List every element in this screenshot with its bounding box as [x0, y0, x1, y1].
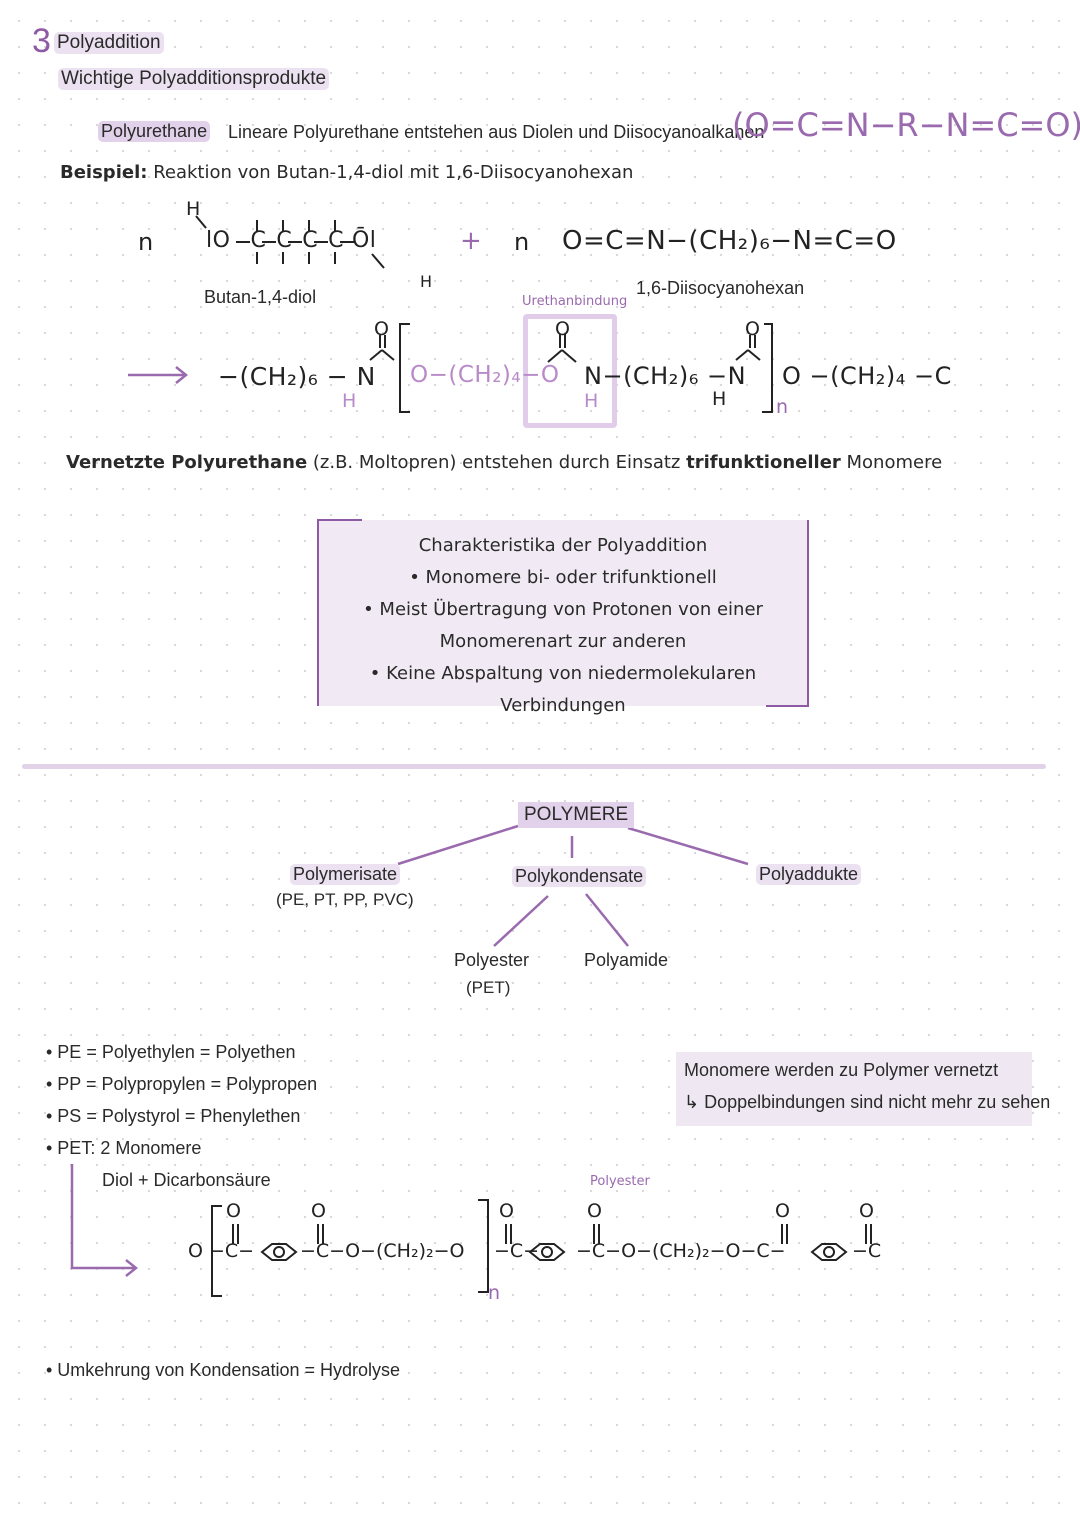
- section-divider: [22, 764, 1046, 769]
- pet-carbonyl-o-4: O: [587, 1200, 602, 1222]
- tree-polyester-example: (PET): [466, 978, 511, 997]
- tree-polykondensate: Polykondensate: [512, 866, 647, 887]
- crosslinked-polyurethane-text: Vernetzte Polyurethane (z.B. Moltopren) …: [66, 452, 942, 473]
- pet-formula-part-3: −C−: [494, 1240, 540, 1262]
- pet-formula-part-5: −C: [852, 1240, 882, 1262]
- pet-formula-part-2: −C−O−(CH₂)₂−O: [300, 1240, 465, 1262]
- tree-polymerisate: Polymerisate: [290, 864, 401, 885]
- product-diol-segment: O−(CH₂)₄−O: [410, 362, 560, 388]
- characteristics-item-2: • Meist Übertragung von Protonen von ein…: [363, 599, 763, 620]
- section-number: 3: [32, 22, 51, 60]
- crosslinked-normal-2: Monomere: [840, 452, 943, 473]
- product-right-segment: N−(CH₂)₆ −N: [584, 362, 747, 390]
- crosslinked-normal-1: (z.B. Moltopren) entstehen durch Einsatz: [307, 452, 687, 473]
- example-line: Beispiel: Reaktion von Butan-1,4-diol mi…: [60, 162, 633, 183]
- example-prefix: Beispiel:: [60, 162, 148, 183]
- urethane-bond-box: [523, 314, 617, 428]
- note-line-1: Monomere werden zu Polymer vernetzt: [684, 1060, 999, 1080]
- polyurethane-label: Polyurethane: [98, 121, 211, 142]
- urethane-bond-label: Urethanbindung: [522, 294, 628, 309]
- pet-carbonyl-o-1: O: [226, 1200, 241, 1222]
- product-carbonyl-o-1: O: [374, 318, 389, 340]
- product-nh-3: H: [712, 388, 727, 410]
- polyurethane-description: Lineare Polyurethane entstehen aus Diole…: [228, 122, 765, 142]
- tree-root: POLYMERE: [518, 802, 635, 828]
- crosslinked-bold: Vernetzte Polyurethane: [66, 452, 308, 473]
- general-diisocyanate-formula: (O=C=N−R−N=C=O): [732, 106, 1080, 144]
- product-left-segment: −(CH₂)₆ − N: [218, 362, 376, 391]
- pet-carbonyl-o-3: O: [499, 1200, 514, 1222]
- product-carbonyl-o-3: O: [745, 318, 760, 340]
- crosslink-note: Monomere werden zu Polymer vernetzt ↳ Do…: [676, 1052, 1050, 1126]
- characteristics-item-2b: Monomerenart zur anderen: [439, 631, 687, 652]
- note-line-2: ↳ Doppelbindungen sind nicht mehr zu seh…: [684, 1092, 1051, 1112]
- tree-polyaddukte: Polyaddukte: [756, 864, 862, 885]
- pet-formula-part-1: O −C−: [188, 1240, 255, 1262]
- characteristics-title: Charakteristika der Polyaddition: [418, 535, 708, 556]
- section-title: Polyaddition: [54, 32, 164, 54]
- pet-monomers: Diol + Dicarbonsäure: [102, 1170, 271, 1190]
- butanediol-h-bottom: H: [420, 272, 433, 291]
- abbreviation-pet: • PET: 2 Monomere: [46, 1138, 202, 1158]
- section-subtitle: Wichtige Polyadditionsprodukte: [58, 68, 330, 90]
- characteristics-item-3: • Keine Abspaltung von niedermolekularen…: [369, 663, 757, 716]
- reactant1-name: Butan-1,4-diol: [204, 287, 317, 307]
- reactant2-name: 1,6-Diisocyanohexan: [636, 278, 805, 298]
- pet-carbonyl-o-5: O: [775, 1200, 790, 1222]
- pet-carbonyl-o-2: O: [311, 1200, 326, 1222]
- product-nh-2: H: [584, 390, 599, 412]
- pet-carbonyl-o-6: O: [859, 1200, 874, 1222]
- product-repeat-n: n: [776, 396, 789, 418]
- abbreviation-pe: • PE = Polyethylen = Polyethen: [46, 1042, 296, 1062]
- characteristics-box: Charakteristika der Polyaddition • Monom…: [318, 520, 808, 716]
- tree-polymerisate-examples: (PE, PT, PP, PVC): [276, 890, 414, 909]
- crosslinked-bold-2: trifunktioneller: [686, 452, 841, 473]
- example-text: Reaktion von Butan-1,4-diol mit 1,6-Diis…: [153, 162, 634, 183]
- characteristics-item-1: • Monomere bi- oder trifunktionell: [409, 567, 717, 588]
- butanediol-h-top: H: [186, 198, 201, 220]
- abbreviation-ps: • PS = Polystyrol = Phenylethen: [46, 1106, 301, 1126]
- reactant2-coefficient: n: [514, 228, 530, 256]
- plus-sign: +: [460, 226, 482, 256]
- tree-polyester: Polyester: [454, 950, 530, 970]
- pet-formula-part-4: −C−O−(CH₂)₂−O−C−: [576, 1240, 786, 1262]
- product-carbonyl-o-2: O: [555, 318, 570, 340]
- pet-repeat-n: n: [488, 1282, 501, 1304]
- reactant2-formula: O=C=N−(CH₂)₆−N=C=O: [562, 226, 897, 256]
- reactant1-coefficient: n: [138, 228, 154, 256]
- product-nh-1: H: [342, 390, 357, 412]
- product-end-segment: O −(CH₂)₄ −C: [782, 362, 952, 390]
- tree-polyamide: Polyamide: [584, 950, 669, 970]
- hydrolysis-note: • Umkehrung von Kondensation = Hydrolyse: [46, 1360, 400, 1380]
- polyester-label: Polyester: [590, 1174, 650, 1189]
- abbreviation-pp: • PP = Polypropylen = Polypropen: [46, 1074, 318, 1094]
